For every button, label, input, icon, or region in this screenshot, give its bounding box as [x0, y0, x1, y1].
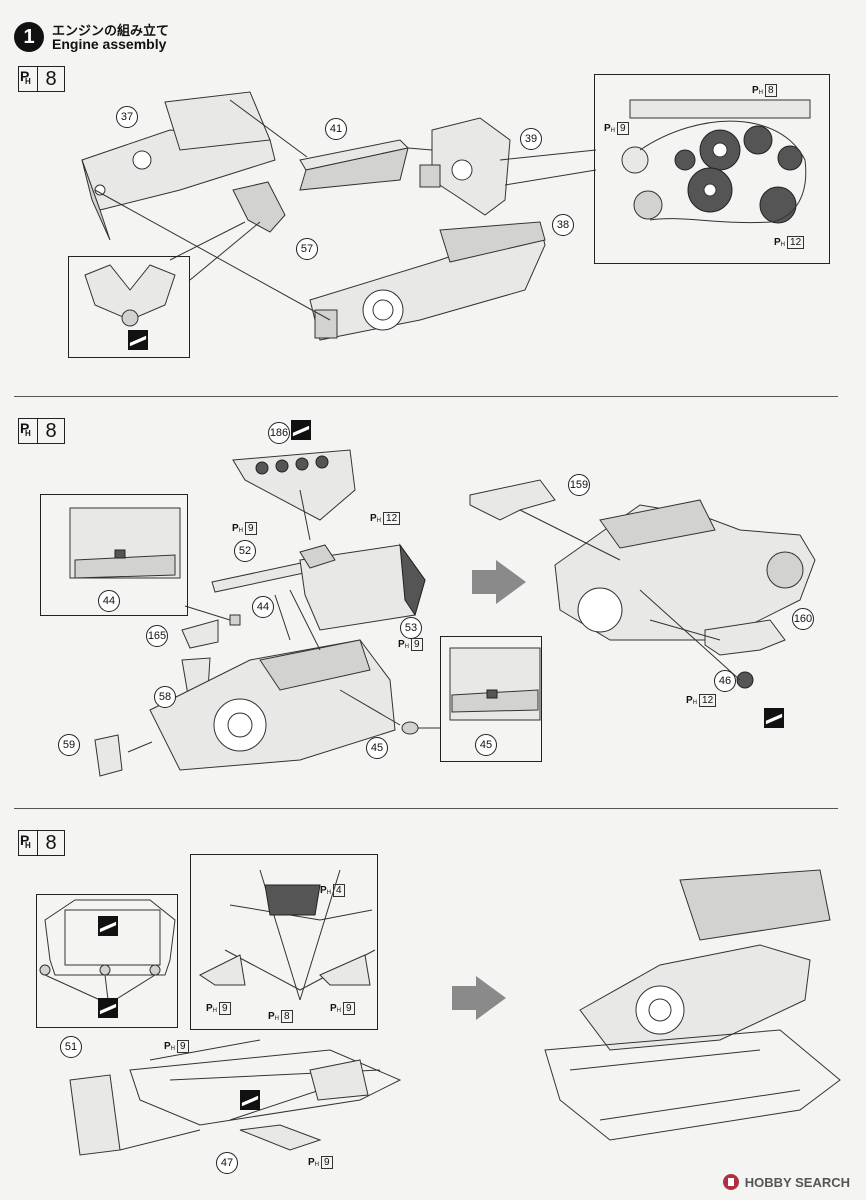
watermark: HOBBY SEARCH: [722, 1174, 850, 1190]
part-59: 59: [58, 734, 80, 756]
clip-detail-box: [40, 494, 188, 616]
frame-detail-box: [36, 894, 178, 1028]
hobby-search-logo-icon: [722, 1174, 739, 1190]
cement-icon: [128, 330, 148, 350]
belt-drive-detail-box: [594, 74, 830, 264]
step-number-badge: 1: [14, 22, 44, 52]
part-51: 51: [60, 1036, 82, 1058]
cement-icon: [240, 1090, 260, 1110]
part-41: 41: [325, 118, 347, 140]
part-37: 37: [116, 106, 138, 128]
cement-icon: [98, 916, 118, 936]
part-52: 52: [234, 540, 256, 562]
subframe-detail-box: [190, 854, 378, 1030]
section-divider-2: [14, 808, 838, 809]
step-title-english: Engine assembly: [52, 36, 167, 52]
part-47: 47: [216, 1152, 238, 1174]
section-divider-1: [14, 396, 838, 397]
part-57: 57: [296, 238, 318, 260]
part-58: 58: [154, 686, 176, 708]
part-44-detail: 44: [98, 590, 120, 612]
part-165: 165: [146, 625, 168, 647]
step-title-japanese: エンジンの組み立て: [52, 24, 170, 39]
cement-icon: [764, 708, 784, 728]
cement-icon: [98, 998, 118, 1018]
part-39: 39: [520, 128, 542, 150]
part-186: 186: [268, 422, 290, 444]
plug-detail-box: [440, 636, 542, 762]
part-53: 53: [400, 617, 422, 639]
part-46: 46: [714, 670, 736, 692]
part-45: 45: [366, 737, 388, 759]
next-step-arrow: [452, 976, 506, 1020]
part-44: 44: [252, 596, 274, 618]
cement-icon: [291, 420, 311, 440]
part-160: 160: [792, 608, 814, 630]
part-159: 159: [568, 474, 590, 496]
part-38: 38: [552, 214, 574, 236]
bracket-detail-box: [68, 256, 190, 358]
part-45-detail: 45: [475, 734, 497, 756]
next-step-arrow: [472, 560, 526, 604]
